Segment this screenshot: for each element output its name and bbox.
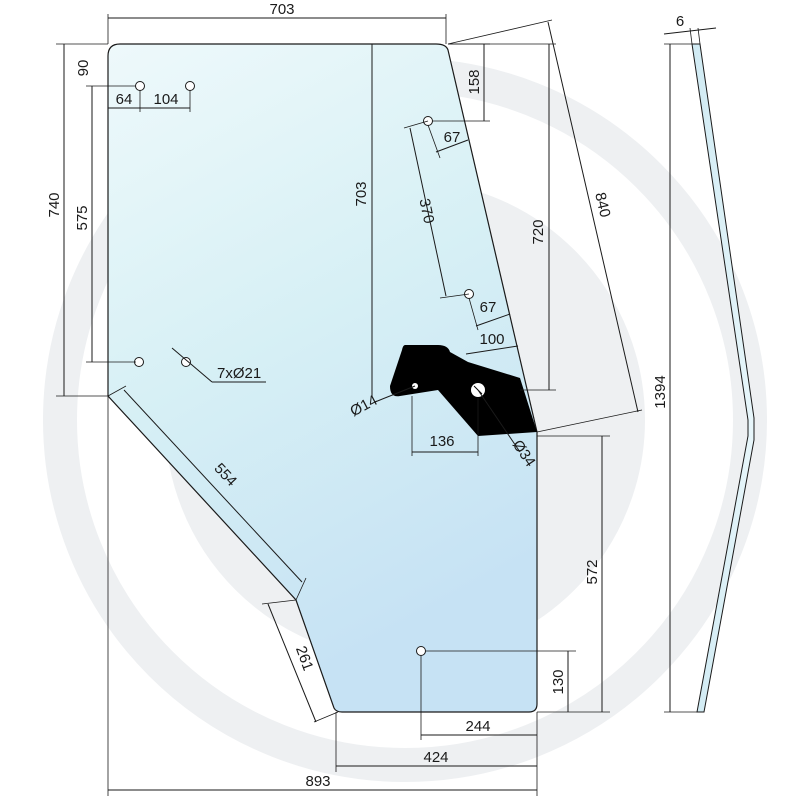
dim-diag-840: 840 <box>591 191 613 219</box>
dim-bracket-100: 100 <box>479 331 504 348</box>
dim-bottom-424: 424 <box>423 749 448 766</box>
dim-left-575: 575 <box>74 205 91 230</box>
hole-top-left-1 <box>135 81 145 91</box>
dim-top-offset-90: 90 <box>75 60 92 77</box>
dim-hole-67-mid: 67 <box>480 299 497 316</box>
dim-diag-370: 370 <box>415 197 437 225</box>
hole-bottom <box>416 646 426 656</box>
dim-thickness-6: 6 <box>676 13 684 30</box>
dim-right-158: 158 <box>466 69 483 94</box>
dim-hole-64: 64 <box>116 91 133 108</box>
dim-right-720: 720 <box>530 219 547 244</box>
dimension-lines <box>56 14 643 796</box>
dim-height-1394: 1394 <box>652 375 669 408</box>
hole-top-left-2 <box>185 81 195 91</box>
dim-left-740: 740 <box>46 192 63 217</box>
hole-center-label <box>181 357 191 367</box>
dim-hole-104: 104 <box>153 91 178 108</box>
glass-side-profile <box>663 27 755 713</box>
dim-hole-67-top: 67 <box>444 129 461 146</box>
dim-holes-label: 7xØ21 <box>217 365 261 382</box>
dim-top-width: 703 <box>269 1 294 18</box>
bracket-icon <box>390 345 537 436</box>
dim-bottom-244: 244 <box>465 718 490 735</box>
dim-bracket-136: 136 <box>429 433 454 450</box>
dim-bottom-893: 893 <box>305 773 330 790</box>
glass-panel-outline <box>107 43 538 713</box>
dim-right-572: 572 <box>584 559 601 584</box>
dim-inner-703: 703 <box>353 181 370 206</box>
dim-bottom-130: 130 <box>550 669 567 694</box>
